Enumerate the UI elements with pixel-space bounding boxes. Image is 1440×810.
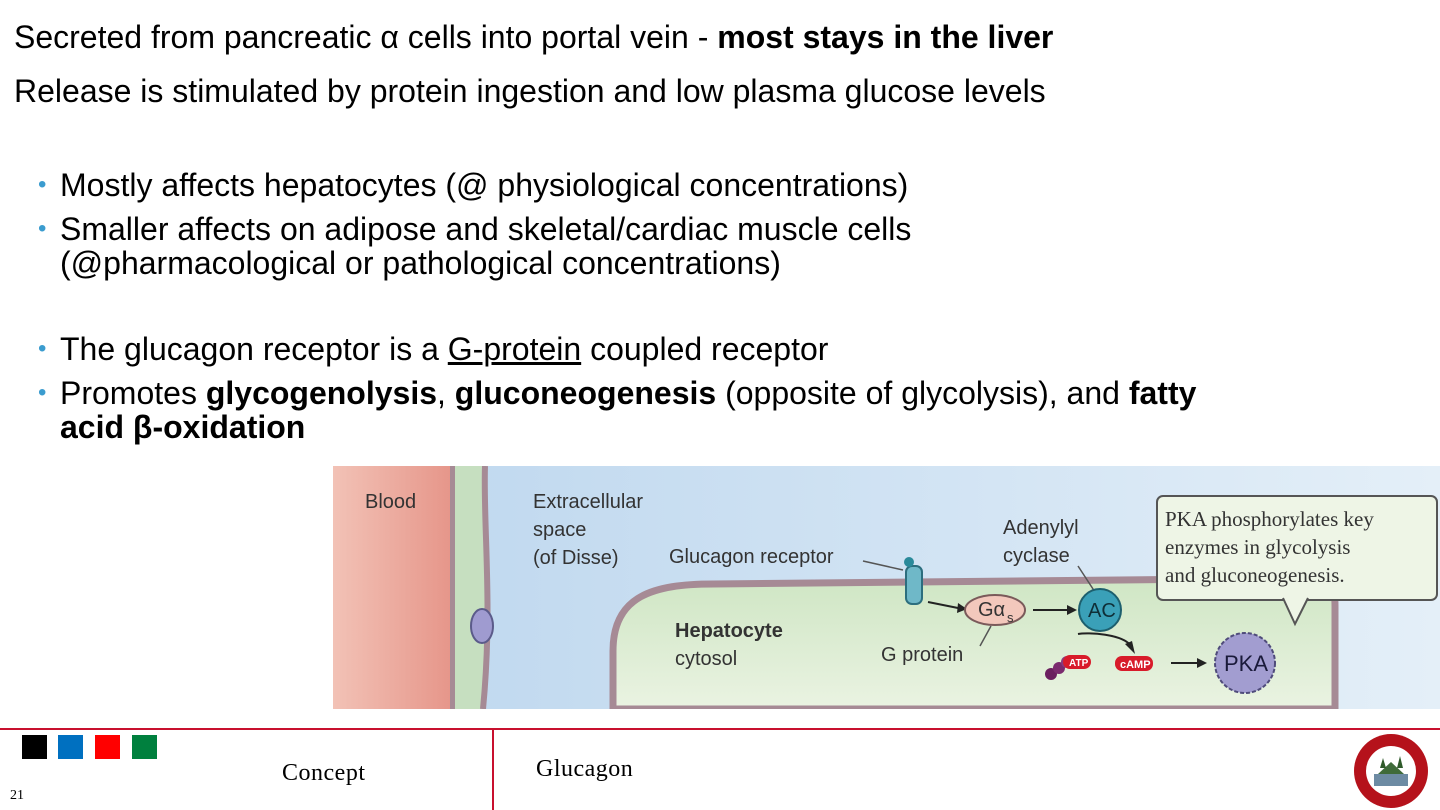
header-line-1-text: Secreted from pancreatic α cells into po… <box>14 19 718 55</box>
bullet-text: Promotes <box>60 375 206 411</box>
bullet-icon: • <box>38 335 47 362</box>
footer-topic-label: Glucagon <box>536 756 634 782</box>
color-square-red <box>95 735 120 759</box>
glucagon-molecule <box>904 557 914 567</box>
bullet-text: (opposite of glycolysis), and <box>716 375 1129 411</box>
color-square-green <box>132 735 157 759</box>
atp-badge <box>1063 655 1091 669</box>
bullet-text-end: coupled receptor <box>581 331 829 367</box>
bullet-text: The glucagon receptor is a <box>60 331 448 367</box>
term-gluconeogenesis: gluconeogenesis <box>454 375 717 411</box>
footer-rule <box>0 728 1440 730</box>
bullet-text: Mostly affects hepatocytes (@ physiologi… <box>60 167 909 203</box>
g-protein-label: G protein <box>881 644 963 666</box>
bullet-icon: • <box>38 215 47 242</box>
university-seal-logo <box>1352 732 1430 810</box>
color-square-blue <box>58 735 83 759</box>
bullet-text-continued: (@pharmacological or pathological concen… <box>60 245 781 281</box>
camp-badge <box>1115 656 1153 671</box>
extracellular-label-3: (of Disse) <box>533 547 619 569</box>
bullet-item-receptor: • The glucagon receptor is a G-protein c… <box>38 332 1418 366</box>
hepatocyte-label: Hepatocyte <box>675 620 783 642</box>
bullet-list: • Mostly affects hepatocytes (@ physiolo… <box>38 168 1418 444</box>
cytosol-label: cytosol <box>675 648 737 670</box>
nucleus-shape <box>470 608 494 644</box>
bullet-icon: • <box>38 171 47 198</box>
extracellular-label-1: Extracellular <box>533 491 643 513</box>
atp-label: ATP <box>1069 658 1089 669</box>
adenylyl-label-2: cyclase <box>1003 545 1070 567</box>
callout-line-3: and gluconeogenesis. <box>1165 563 1345 587</box>
glucagon-receptor-shape <box>905 565 923 605</box>
g-protein-underlined: G-protein <box>447 331 582 367</box>
extracellular-label-2: space <box>533 519 586 541</box>
header-line-2: Release is stimulated by protein ingesti… <box>14 73 1046 109</box>
footer-divider <box>492 730 494 810</box>
endothelial-cell <box>455 466 485 709</box>
term-glycogenolysis: glycogenolysis <box>205 375 438 411</box>
adenylyl-cyclase-shape <box>1078 588 1122 632</box>
pka-shape <box>1214 632 1276 694</box>
g-alpha-subscript: s <box>1007 610 1014 625</box>
bullet-text: Smaller affects on adipose and skeletal/… <box>60 211 912 247</box>
footer-concept-label: Concept <box>282 760 366 786</box>
bullet-item-promotes: • Promotes glycogenolysis, gluconeogenes… <box>38 376 1418 444</box>
adenylyl-label-1: Adenylyl <box>1003 517 1079 539</box>
color-square-black <box>22 735 47 759</box>
blood-region <box>333 466 451 709</box>
page-number: 21 <box>10 788 24 803</box>
bullet-icon: • <box>38 379 47 406</box>
glucagon-signaling-figure: Blood Extracellular space (of Disse) Glu… <box>333 466 1440 709</box>
header-line-1: Secreted from pancreatic α cells into po… <box>14 18 1053 56</box>
camp-label: cAMP <box>1120 659 1151 671</box>
glucagon-receptor-label: Glucagon receptor <box>669 546 834 568</box>
g-alpha-label: Gα <box>978 599 1005 621</box>
blood-label: Blood <box>365 491 416 513</box>
bullet-text: , <box>437 375 455 411</box>
callout-line-2: enzymes in glycolysis <box>1165 535 1350 559</box>
bullet-item-hepatocytes: • Mostly affects hepatocytes (@ physiolo… <box>38 168 1418 202</box>
pka-label: PKA <box>1224 651 1268 676</box>
bullet-item-adipose: • Smaller affects on adipose and skeleta… <box>38 212 1418 280</box>
callout-line-1: PKA phosphorylates key <box>1165 507 1374 531</box>
ac-label: AC <box>1088 600 1116 622</box>
term-fatty: fatty <box>1128 375 1197 411</box>
header-line-1-bold: most stays in the liver <box>717 19 1054 55</box>
g-protein-shape <box>964 594 1026 626</box>
term-beta-oxidation: acid β-oxidation <box>60 409 306 445</box>
